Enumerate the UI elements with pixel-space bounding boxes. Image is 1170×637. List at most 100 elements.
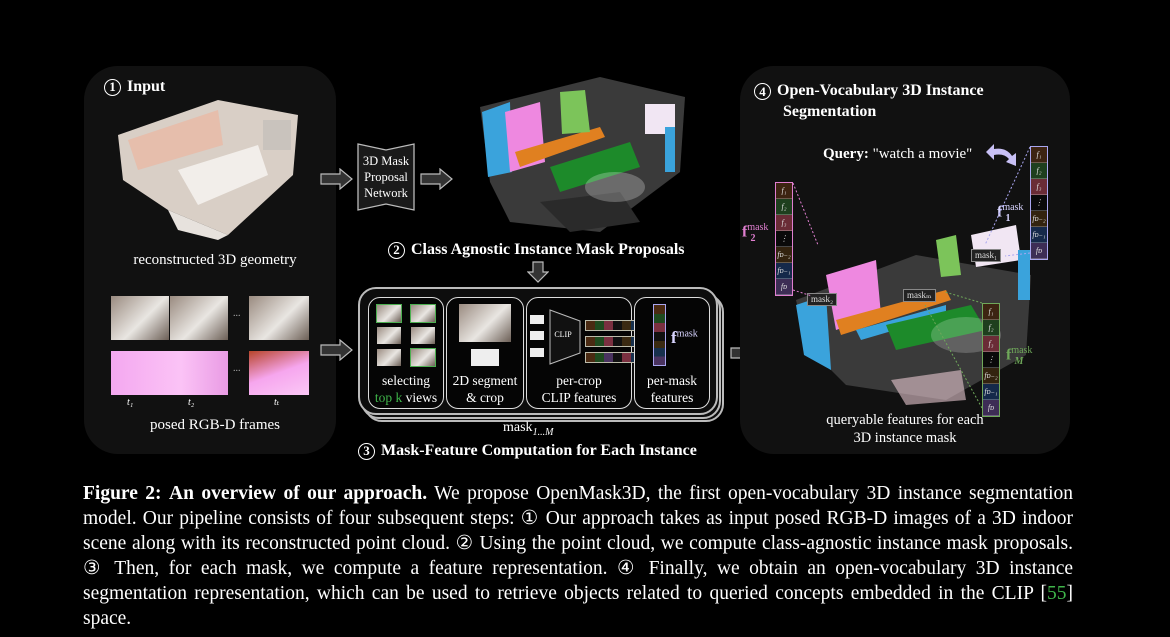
connector-mask1-top bbox=[984, 146, 1031, 246]
arrow-masks-down bbox=[527, 261, 549, 283]
caption-end: ] space. bbox=[83, 583, 1073, 629]
rgb-frame-1 bbox=[111, 296, 169, 340]
feature-cell: fᴅ₋₂ bbox=[983, 368, 999, 384]
input-3d-scene bbox=[118, 100, 298, 240]
feature-cell: fᴅ₋₂ bbox=[1031, 211, 1047, 227]
depth-frame-1 bbox=[111, 351, 228, 395]
feature-cell: fᴅ₋₁ bbox=[983, 384, 999, 400]
caption-body: We propose OpenMask3D, the first open-vo… bbox=[83, 483, 1073, 604]
crop-input bbox=[530, 331, 544, 340]
segmented-output-scene bbox=[796, 225, 1031, 405]
substep-clip-label: per-crop CLIP features bbox=[541, 373, 617, 405]
feature-cell: f₂ bbox=[983, 320, 999, 336]
step-1-badge: 1 bbox=[104, 78, 121, 96]
mask-1-label: mask₁ bbox=[971, 249, 1002, 262]
mask-proposals-scene bbox=[480, 77, 685, 232]
feature-cell: f₁ bbox=[983, 304, 999, 320]
substep-segment-label: 2D segment & crop bbox=[452, 373, 518, 405]
fM-mask-symbol: fmaskM bbox=[1006, 345, 1033, 367]
depth-frame-t bbox=[249, 351, 309, 395]
mask-M-label: maskₘ bbox=[903, 289, 936, 302]
f2-mask-symbol: fmask2 bbox=[742, 222, 769, 244]
view-thumb bbox=[377, 349, 401, 366]
crop-thumb bbox=[471, 349, 499, 366]
view-thumb bbox=[377, 327, 401, 344]
frame-label-tT: tₜ bbox=[274, 397, 280, 408]
segmented-view bbox=[459, 304, 511, 342]
view-thumb bbox=[410, 304, 436, 323]
output-caption: queryable features for each 3D instance … bbox=[826, 412, 984, 446]
query-text: Query: "watch a movie" bbox=[823, 146, 973, 162]
clip-encoder-shape bbox=[549, 309, 581, 365]
step-2-badge: 2 bbox=[388, 241, 405, 259]
mask-feature-card: selecting top k views 2D segment & crop … bbox=[358, 287, 718, 415]
mask-range-label: mask1...M bbox=[503, 420, 554, 438]
connector-mask1-bottom bbox=[1004, 252, 1031, 257]
feature-cell: f₂ bbox=[1031, 163, 1047, 179]
substep-clip-features: CLIP per-crop CLIP features bbox=[526, 297, 650, 409]
rgb-frame-t bbox=[249, 296, 309, 340]
frames-ellipsis: ... bbox=[233, 308, 241, 319]
caption-label: Figure 2: bbox=[83, 483, 162, 504]
feature-cell: f₂ bbox=[776, 199, 792, 215]
frames-caption: posed RGB-D frames bbox=[150, 417, 280, 433]
clip-label: CLIP bbox=[554, 330, 572, 339]
caption-title: An overview of our approach. bbox=[168, 483, 428, 504]
figure-caption: Figure 2: An overview of our approach. W… bbox=[83, 481, 1073, 631]
connector-mask2-bottom bbox=[792, 289, 813, 297]
feature-cell: fᴅ bbox=[1031, 243, 1047, 259]
connector-maskM-top bbox=[944, 291, 983, 304]
substep-mask-features: fmask per-mask features bbox=[634, 297, 710, 409]
substep-select-views: selecting top k views bbox=[368, 297, 444, 409]
citation-link[interactable]: 55 bbox=[1047, 583, 1067, 604]
arrow-network-to-masks bbox=[420, 168, 453, 190]
feature-cell: fᴅ bbox=[776, 279, 792, 295]
feature-cell: f₁ bbox=[1031, 147, 1047, 163]
query-arrow-icon bbox=[986, 144, 1016, 166]
geometry-caption: reconstructed 3D geometry bbox=[133, 252, 297, 268]
mask-2-label: mask₂ bbox=[807, 293, 838, 306]
frame-label-t2: t₂ bbox=[188, 397, 195, 408]
step-4-badge: 4 bbox=[754, 82, 771, 100]
step-3-badge: 3 bbox=[358, 442, 375, 460]
feature-cell: f₁ bbox=[776, 183, 792, 199]
crop-input bbox=[530, 348, 544, 357]
view-thumb bbox=[376, 304, 402, 323]
mask-proposal-network-label: 3D Mask Proposal Network bbox=[362, 154, 410, 200]
feature-cell: ⋮ bbox=[983, 352, 999, 368]
crop-input bbox=[530, 315, 544, 324]
feature-cell: fᴅ₋₂ bbox=[776, 247, 792, 263]
feature-cell: f₃ bbox=[983, 336, 999, 352]
feature-cell: f₃ bbox=[776, 215, 792, 231]
feature-cell: fᴅ₋₁ bbox=[1031, 227, 1047, 243]
arrow-input-to-network bbox=[320, 168, 353, 190]
feature-cell: ⋮ bbox=[776, 231, 792, 247]
arrow-frames-to-stack bbox=[320, 339, 353, 361]
f1-mask-symbol: fmask1 bbox=[997, 202, 1024, 224]
substep-segment-crop: 2D segment & crop bbox=[446, 297, 524, 409]
f-mask-symbol: fmask bbox=[671, 328, 698, 347]
substep-select-label: selecting top k views bbox=[374, 373, 438, 405]
depth-frames-ellipsis: ... bbox=[233, 363, 241, 374]
substep-mask-label: per-mask features bbox=[647, 373, 697, 405]
feature-cell: ⋮ bbox=[1031, 195, 1047, 211]
feature-cell: f₃ bbox=[1031, 179, 1047, 195]
mask-feature-vector bbox=[653, 304, 666, 366]
mask-proposal-network-shape bbox=[357, 143, 415, 211]
feature-cell: fᴅ₋₁ bbox=[776, 263, 792, 279]
connector-maskM-bottom bbox=[924, 304, 983, 409]
connector-mask2-top bbox=[792, 182, 819, 246]
view-thumb bbox=[411, 327, 435, 344]
feature-cell: fᴅ bbox=[983, 400, 999, 416]
frame-label-t1: t₁ bbox=[127, 397, 134, 408]
rgb-frame-2 bbox=[170, 296, 228, 340]
view-thumb bbox=[410, 348, 436, 367]
